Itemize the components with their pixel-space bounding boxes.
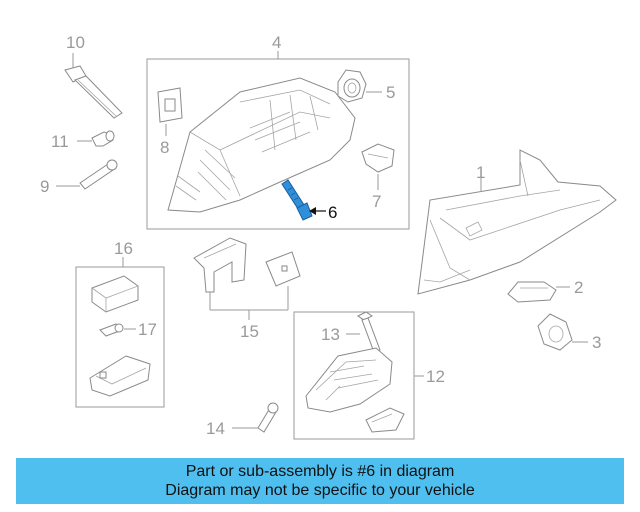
callout-2: 2 bbox=[574, 278, 583, 297]
part-8-bracket bbox=[157, 87, 183, 123]
banner-line-2: Diagram may not be specific to your vehi… bbox=[165, 482, 475, 499]
callout-4: 4 bbox=[272, 33, 281, 52]
callout-15: 15 bbox=[240, 322, 259, 341]
part-7-damper bbox=[361, 143, 395, 173]
callout-9: 9 bbox=[40, 177, 49, 196]
part-13-pin bbox=[357, 311, 381, 353]
part-9-pin bbox=[79, 159, 118, 190]
group-box-16 bbox=[75, 266, 165, 408]
part-15-bracket-b bbox=[265, 251, 301, 287]
part-1-glovebox-door bbox=[417, 149, 617, 295]
parts-diagram: 10 11 9 4 8 bbox=[40, 33, 617, 440]
part-15-bracket-a bbox=[193, 237, 247, 293]
callout-1: 1 bbox=[476, 163, 485, 182]
part-info-banner: Part or sub-assembly is #6 in diagram Di… bbox=[16, 458, 624, 504]
part-16-switch bbox=[89, 355, 151, 397]
callout-11: 11 bbox=[51, 132, 69, 151]
part-10-bracket bbox=[64, 65, 123, 119]
part-12-seal bbox=[365, 407, 405, 433]
banner-line-1: Part or sub-assembly is #6 in diagram bbox=[185, 463, 455, 480]
callout-8: 8 bbox=[160, 138, 169, 157]
part-5-lock bbox=[337, 69, 367, 103]
part-4-glovebox-housing bbox=[167, 77, 356, 213]
callout-12: 12 bbox=[426, 367, 445, 386]
callout-6: 6 bbox=[328, 203, 337, 222]
callout-5: 5 bbox=[386, 83, 395, 102]
callout-3: 3 bbox=[592, 333, 601, 352]
callout-7: 7 bbox=[372, 192, 381, 211]
part-11-clip bbox=[91, 130, 115, 147]
part-3-bumper bbox=[537, 313, 573, 351]
part-16-lamp-housing bbox=[91, 275, 139, 313]
part-17-bulb bbox=[99, 323, 124, 337]
callout-13: 13 bbox=[321, 325, 340, 344]
callout-14: 14 bbox=[206, 419, 225, 438]
callout-17: 17 bbox=[138, 320, 157, 339]
callout-16: 16 bbox=[114, 239, 133, 258]
part-14-screw bbox=[257, 402, 279, 433]
part-6-screw bbox=[281, 179, 313, 221]
callout-10: 10 bbox=[66, 33, 85, 52]
part-12-cooling-duct bbox=[305, 347, 393, 413]
part-2-striker bbox=[507, 281, 557, 303]
